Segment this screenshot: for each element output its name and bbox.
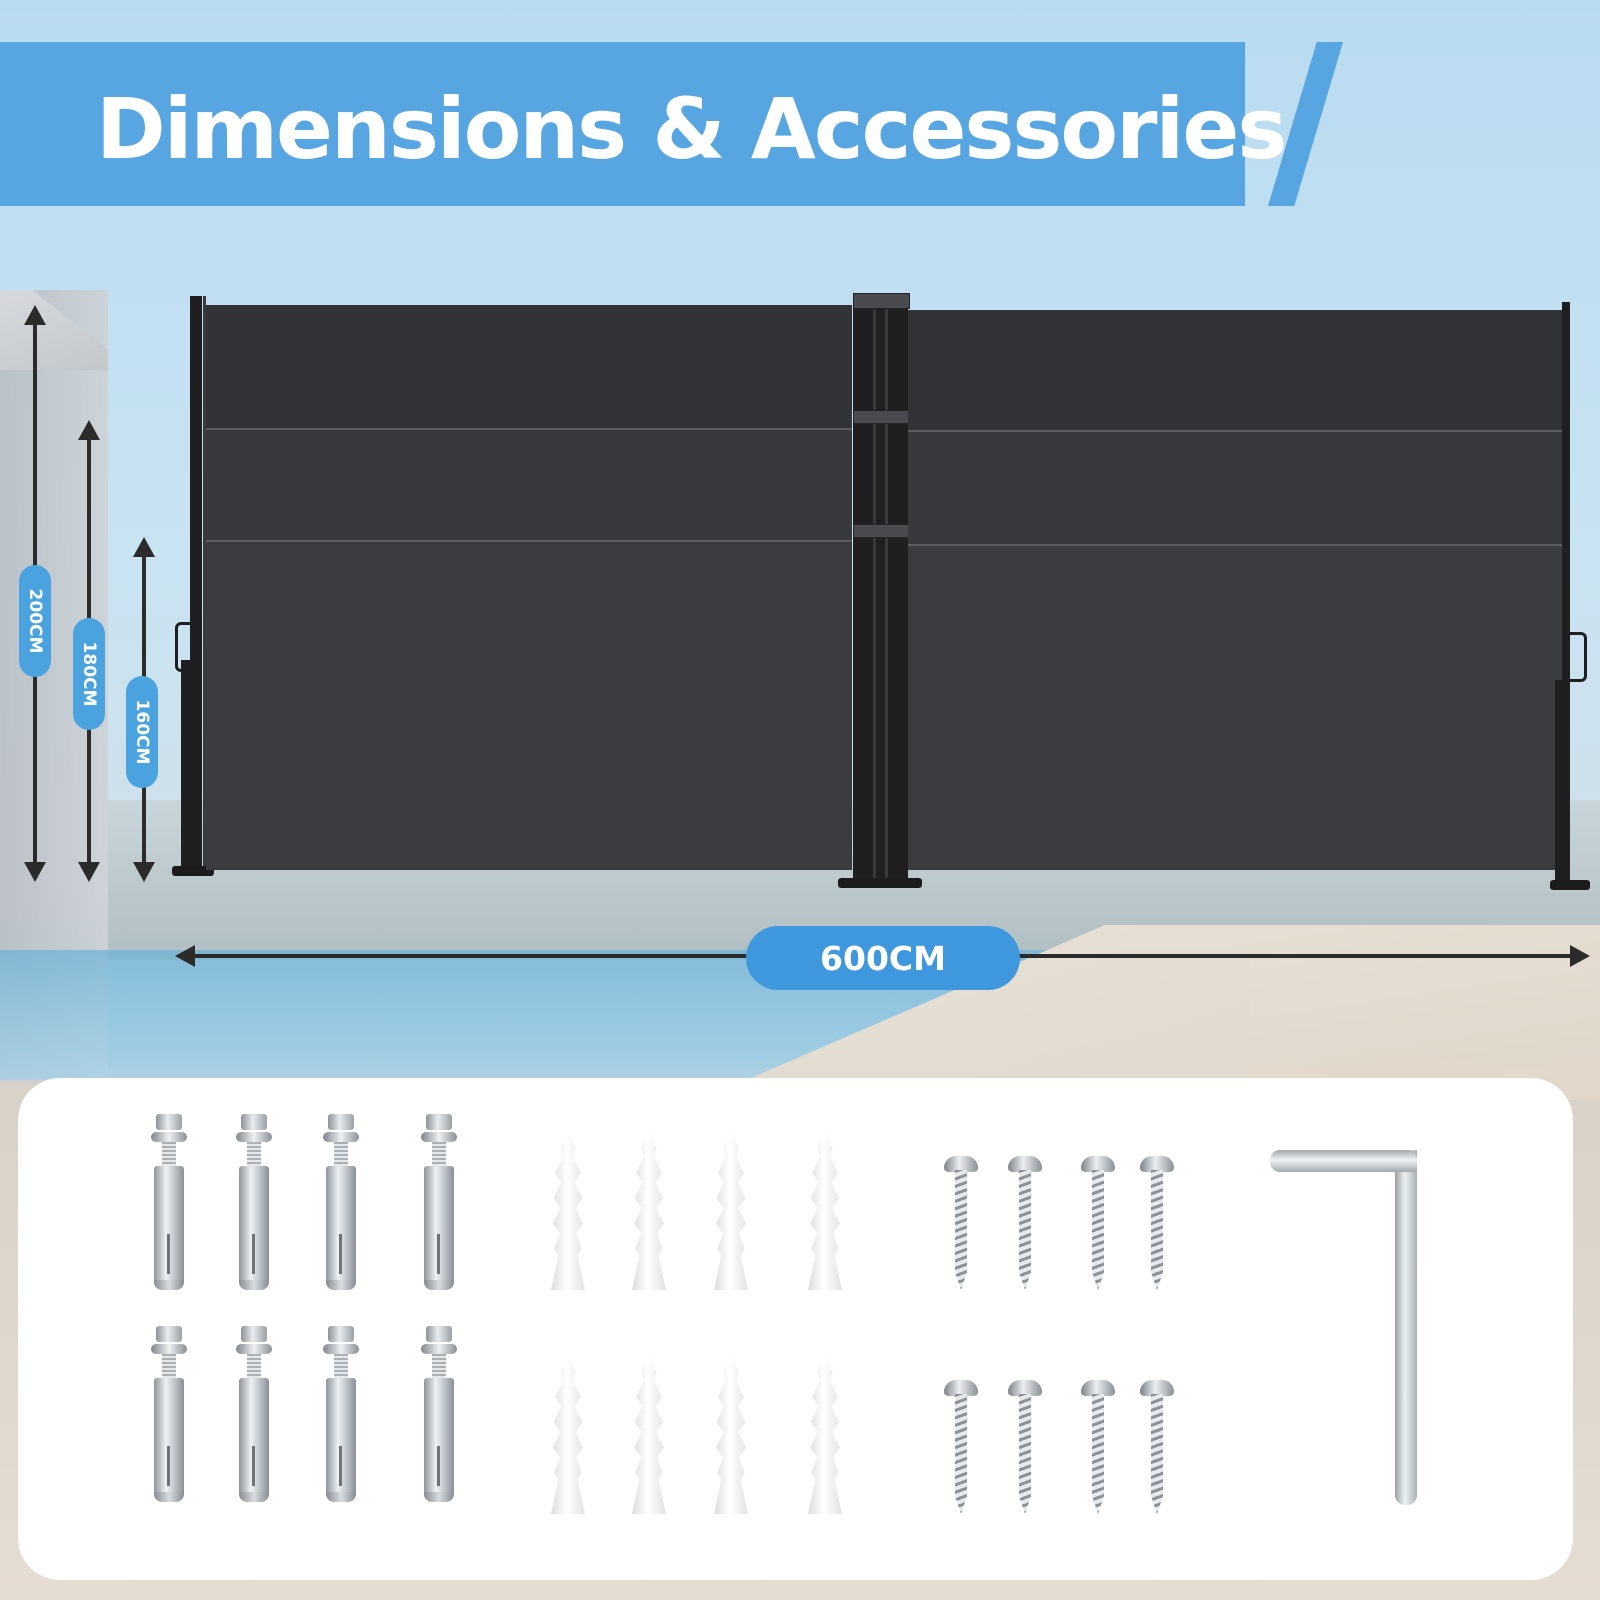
wall-plug-icon [630,1132,668,1290]
screw-icon [1008,1156,1042,1296]
left-foot [172,866,214,876]
allen-key-short-arm [1270,1150,1417,1172]
expansion-bolt-icon [235,1114,273,1290]
left-panel-seam [206,540,852,542]
right-support-pole [1555,680,1569,880]
width-600-label: 600CM [746,926,1020,990]
arrow-up-icon [24,305,46,325]
page-title: Dimensions & Accessories [96,80,1287,178]
expansion-bolt-icon [150,1326,188,1502]
left-handle-icon [175,622,199,672]
wall-plug-icon [549,1132,587,1290]
arrow-right-icon [1570,945,1590,967]
left-panel-seam [206,428,852,430]
expansion-bolt-icon [322,1114,360,1290]
right-panel-middle [908,432,1563,544]
arrow-up-icon [78,420,100,440]
height-200-label: 200CM [19,565,51,677]
center-post [853,296,908,886]
left-support-pole [181,660,197,868]
wall-plug-icon [712,1132,750,1290]
expansion-bolt-icon [322,1326,360,1502]
screw-icon [1081,1156,1115,1296]
screw-icon [1008,1380,1042,1520]
right-panel-upper [908,310,1563,430]
allen-key-icon [1395,1150,1417,1505]
right-foot [1550,880,1590,890]
wall-plug-icon [630,1356,668,1514]
wall-plug-icon [712,1356,750,1514]
arrow-left-icon [175,945,195,967]
center-post-cap [853,293,910,309]
screw-icon [944,1156,978,1296]
center-post-bracket [853,524,910,538]
title-banner [0,42,1245,206]
height-180-label: 180CM [73,618,105,730]
screw-icon [1140,1156,1174,1296]
wall-plug-icon [549,1356,587,1514]
arrow-down-icon [78,862,100,882]
expansion-bolt-icon [420,1326,458,1502]
screw-icon [944,1380,978,1520]
screw-icon [1140,1380,1174,1520]
right-panel-lower [908,546,1563,870]
right-handle-icon [1565,632,1587,682]
expansion-bolt-icon [150,1114,188,1290]
center-post-groove [873,296,876,886]
left-panel-lower [206,542,852,870]
left-panel-upper [206,305,852,428]
arrow-down-icon [24,862,46,882]
expansion-bolt-icon [420,1114,458,1290]
center-post-bracket [853,410,910,424]
left-panel-middle [206,430,852,540]
center-foot [838,878,922,888]
right-end-post [1562,302,1570,880]
center-post-groove [885,296,888,886]
right-panel-seam [908,544,1563,546]
screw-icon [1081,1380,1115,1520]
right-panel-seam [908,430,1563,432]
arrow-up-icon [133,537,155,557]
expansion-bolt-icon [235,1326,273,1502]
wall-plug-icon [806,1356,844,1514]
left-end-post-edge [203,296,206,868]
wall-plug-icon [806,1132,844,1290]
height-160-label: 160CM [126,676,158,788]
arrow-down-icon [133,862,155,882]
